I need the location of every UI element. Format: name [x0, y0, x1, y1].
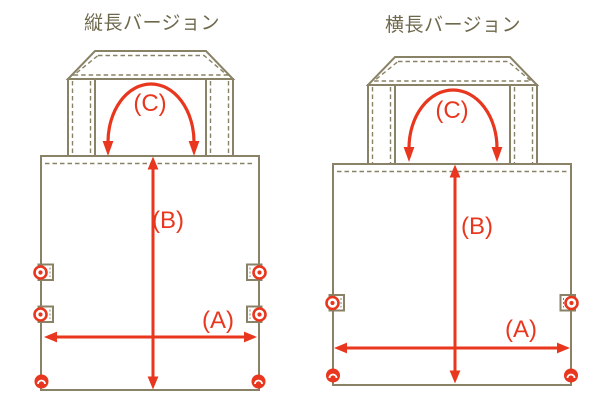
portrait-bottom-snap: [34, 374, 49, 389]
landscape-side-snap-dot: [330, 300, 335, 306]
landscape-bag: 横長バージョン (C) (B): [325, 14, 579, 386]
landscape-bottom-snap-dome: [328, 373, 338, 379]
landscape-side-snap-dot: [569, 300, 574, 306]
portrait-height-arrowhead-bottom: [147, 376, 159, 390]
landscape-width-arrowhead-right: [557, 342, 570, 354]
portrait-bag-body: [40, 155, 260, 391]
landscape-height-arrowhead-top: [449, 164, 461, 178]
landscape-width-arrowhead-left: [334, 342, 347, 354]
portrait-handle-label: (C): [133, 90, 166, 117]
landscape-handle-label: (C): [435, 97, 468, 124]
portrait-bag: 縦長バージョン (C) (B): [33, 12, 267, 391]
portrait-bottom-snap-dome: [37, 379, 46, 385]
portrait-height-arrowhead-top: [147, 156, 159, 170]
portrait-handle-measure-arc: [106, 82, 196, 143]
landscape-bottom-snap: [564, 368, 578, 383]
portrait-arc-arrowhead-left: [102, 141, 114, 156]
portrait-side-snap-dot: [38, 312, 43, 317]
landscape-bottom-snap-dome: [566, 373, 576, 379]
portrait-arc-arrowhead-right: [188, 141, 200, 156]
portrait-bottom-snap-dome: [254, 379, 263, 385]
portrait-width-label: (A): [202, 307, 234, 334]
portrait-bottom-snap: [251, 374, 266, 389]
landscape-height-arrowhead-bottom: [449, 370, 461, 384]
portrait-title: 縦長バージョン: [84, 12, 220, 34]
landscape-arc-arrowhead-right: [491, 147, 503, 162]
portrait-side-snap-dot: [257, 312, 262, 317]
portrait-side-snap-dot: [257, 270, 262, 275]
landscape-bottom-snap: [326, 368, 340, 383]
portrait-handle-stitching: [72, 54, 229, 76]
portrait-height-label: (B): [152, 207, 184, 234]
landscape-bag-body: [332, 163, 572, 386]
portrait-width-arrowhead-left: [44, 331, 57, 343]
portrait-side-snap-dot: [38, 270, 43, 275]
landscape-title: 横長バージョン: [385, 14, 521, 36]
landscape-height-label: (B): [461, 213, 493, 240]
landscape-width-label: (A): [505, 316, 537, 343]
landscape-arc-arrowhead-left: [403, 147, 415, 162]
landscape-handle-measure-arc: [407, 88, 499, 149]
portrait-width-arrowhead-right: [244, 331, 257, 343]
